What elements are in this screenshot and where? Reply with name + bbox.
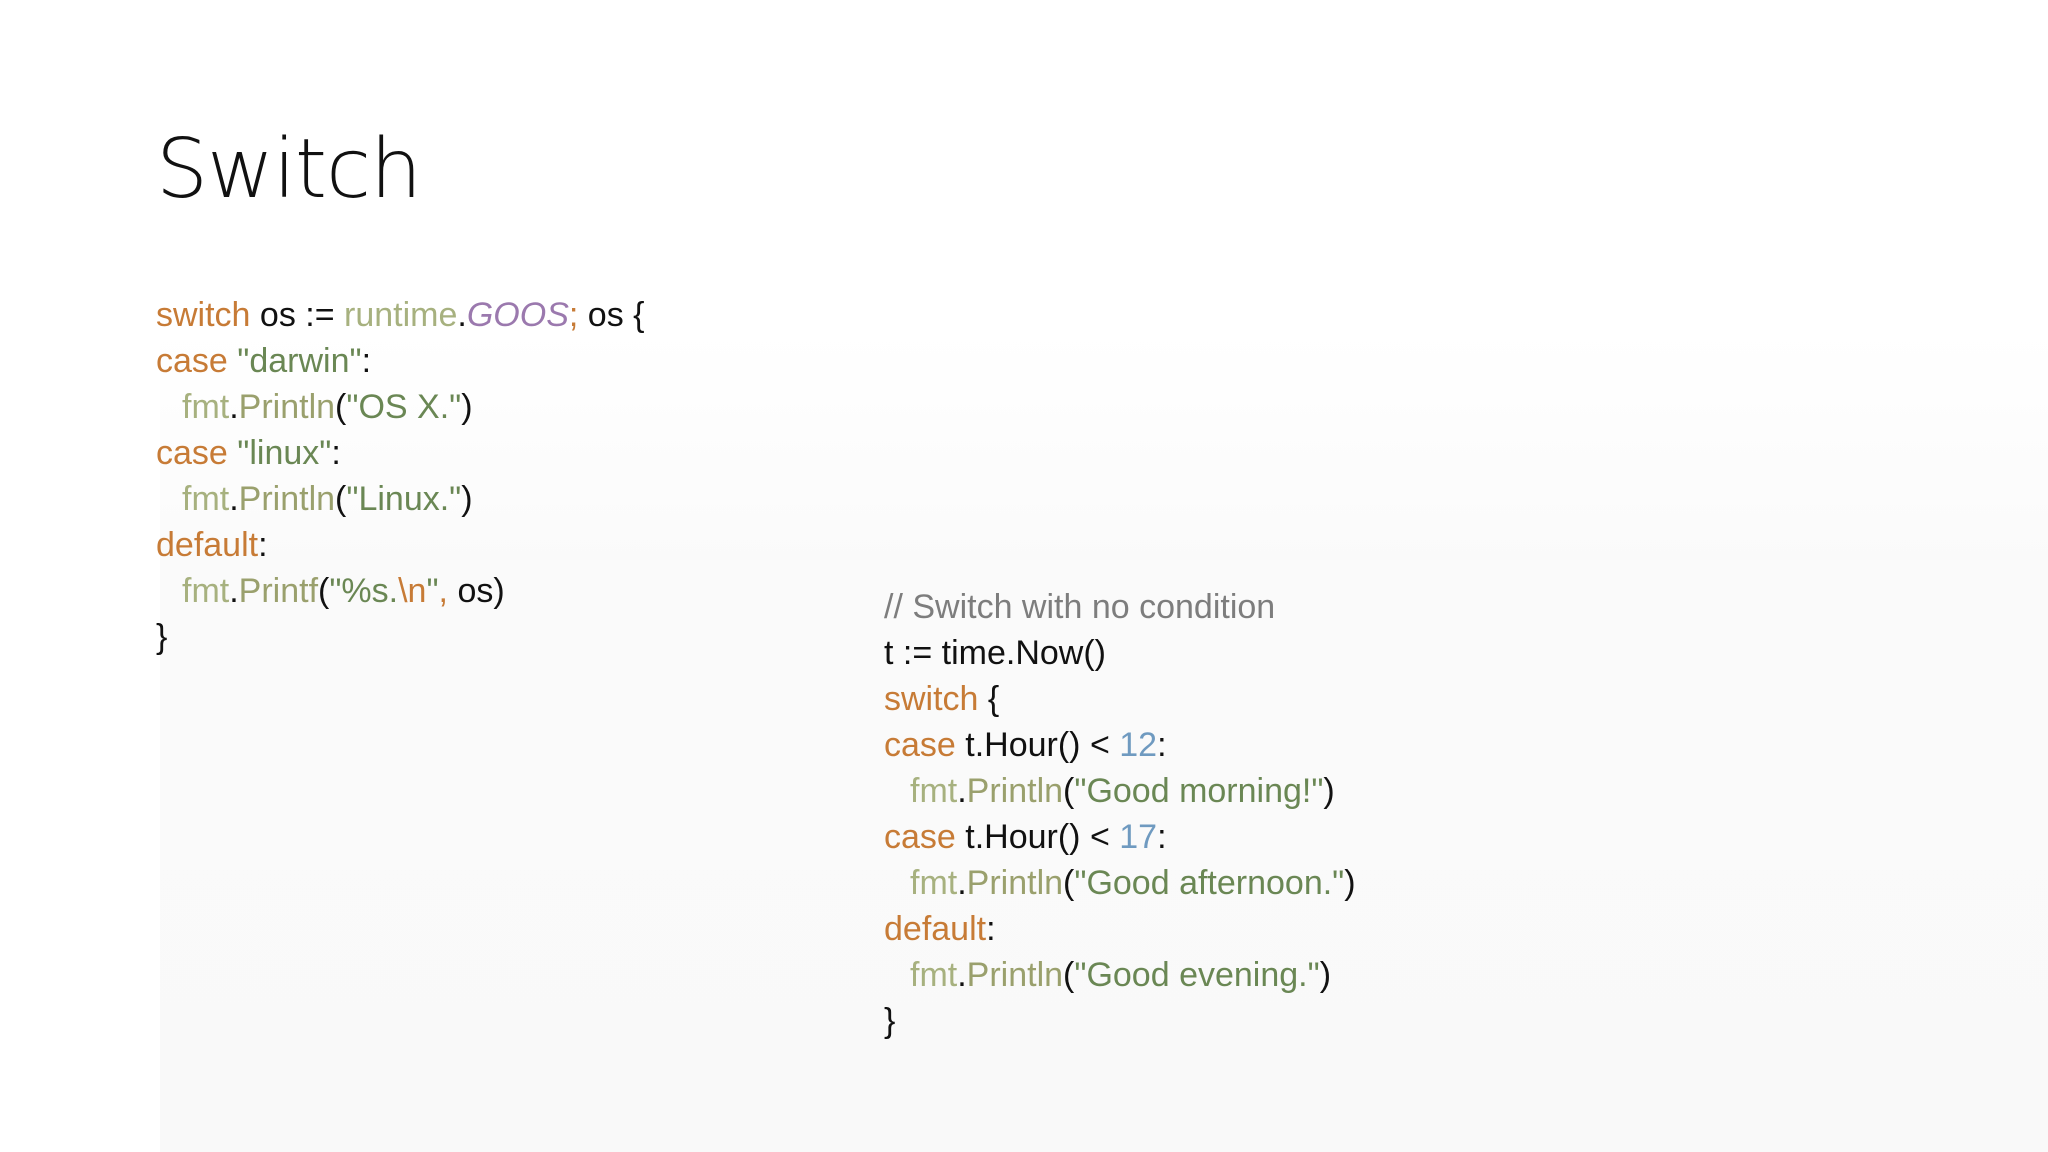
code-token-plain: t.Hour() < [955,818,1120,856]
code-token-plain: . [229,388,239,426]
code-token-package: fmt [182,480,230,518]
code-token-plain: ( [1063,864,1075,902]
code-line: t := time.Now() [884,630,1356,676]
code-token-plain: } [884,1002,896,1040]
code-token-plain: . [957,772,967,810]
code-token-package: fmt [910,772,958,810]
code-token-plain: : [1157,818,1167,856]
code-line: default: [156,522,645,568]
code-token-plain: : [361,342,372,380]
code-token-keyword: case [884,818,956,856]
code-token-string: "%s. [329,572,399,610]
code-token-method: Println [238,388,336,426]
code-token-keyword: default [156,526,259,564]
code-token-package: fmt [910,956,958,994]
code-line: fmt.Printf("%s.\n", os) [156,568,645,614]
code-token-plain: } [156,618,168,656]
code-token-plain: os) [448,572,505,610]
code-token-plain: ( [318,572,330,610]
code-token-keyword: default [884,910,987,948]
code-token-plain: ( [1063,772,1075,810]
code-line: default: [884,906,1356,952]
code-line: case "darwin": [156,338,645,384]
code-line: fmt.Println("OS X.") [156,384,645,430]
code-token-plain: ) [1319,956,1332,994]
code-line: case t.Hour() < 12: [884,722,1356,768]
code-token-keyword: switch [884,680,979,718]
code-token-string: "linux" [237,434,332,472]
code-token-plain: ( [1063,956,1075,994]
code-token-keyword: case [156,342,228,380]
code-token-plain [228,434,237,472]
code-token-package: fmt [182,572,230,610]
code-line: fmt.Println("Good evening.") [884,952,1356,998]
code-token-package: runtime [344,296,458,334]
code-token-method: Printf [238,572,319,610]
code-token-keyword: , [438,572,448,610]
code-token-number: 17 [1119,818,1158,856]
code-token-package: fmt [182,388,230,426]
code-token-plain: os := [250,296,345,334]
code-token-string: "Good afternoon." [1074,864,1345,902]
code-token-plain: ( [335,388,347,426]
code-block-switch-no-condition: // Switch with no condition t := time.Now… [884,584,1356,1044]
slide-title: Switch [156,122,422,217]
code-token-method: Println [238,480,336,518]
code-token-plain: os { [578,296,645,334]
code-token-number: 12 [1119,726,1158,764]
code-token-constant: GOOS [466,296,569,334]
code-token-comment: // Switch with no condition [884,588,1276,626]
code-token-plain: . [229,572,239,610]
code-line: fmt.Println("Linux.") [156,476,645,522]
code-line: } [156,614,645,660]
code-token-keyword: case [156,434,228,472]
code-token-string: "darwin" [237,342,362,380]
code-token-keyword: \n [398,572,427,610]
code-token-method: Println [966,772,1064,810]
code-token-plain: t := time.Now() [884,634,1106,672]
code-token-string: "OS X." [346,388,462,426]
code-token-package: fmt [910,864,958,902]
slide-background-shade [160,330,2048,1152]
code-line: } [884,998,1356,1044]
code-token-plain [228,342,237,380]
code-token-plain: : [986,910,996,948]
code-token-keyword: case [884,726,956,764]
code-block-switch-os: switch os := runtime.GOOS; os {case "dar… [156,292,645,660]
code-line: case t.Hour() < 17: [884,814,1356,860]
code-token-plain: ) [1344,864,1356,902]
code-line: switch { [884,676,1356,722]
code-token-plain: . [457,296,467,334]
code-line: fmt.Println("Good afternoon.") [884,860,1356,906]
code-token-plain: ) [461,388,473,426]
code-token-plain: . [229,480,239,518]
code-line: switch os := runtime.GOOS; os { [156,292,645,338]
code-token-string: "Good morning!" [1074,772,1324,810]
code-token-plain: . [957,864,967,902]
code-token-plain: : [1157,726,1167,764]
code-token-string: " [426,572,439,610]
code-token-plain: : [331,434,341,472]
code-token-string: "Good evening." [1074,956,1320,994]
code-token-method: Println [966,864,1064,902]
code-line: case "linux": [156,430,645,476]
code-token-plain: ) [461,480,473,518]
code-token-method: Println [966,956,1064,994]
code-line: fmt.Println("Good morning!") [884,768,1356,814]
code-token-plain: ( [335,480,347,518]
code-token-keyword: ; [568,296,579,334]
code-token-plain: . [957,956,967,994]
code-token-string: "Linux." [346,480,462,518]
code-token-plain: : [258,526,268,564]
code-token-plain: t.Hour() < [955,726,1120,764]
code-line: // Switch with no condition [884,584,1356,630]
code-token-keyword: switch [156,296,251,334]
code-token-plain: ) [1323,772,1335,810]
code-token-plain: { [978,680,1000,718]
